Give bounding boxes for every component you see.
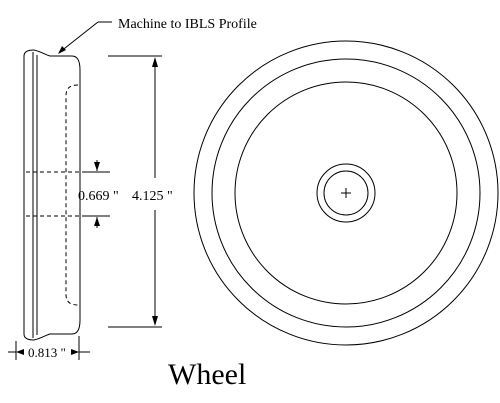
overall-diameter-label: 4.125 "	[132, 189, 173, 204]
side-profile-view	[23, 49, 81, 341]
front-hub-bore	[323, 170, 369, 216]
front-second-rim	[211, 58, 481, 328]
profile-note-leader	[58, 21, 112, 54]
drawing-title: Wheel	[168, 358, 246, 391]
profile-rim-outline	[33, 49, 81, 341]
hub-bore-label: 0.669 "	[78, 189, 119, 204]
profile-note: Machine to IBLS Profile	[118, 17, 257, 32]
profile-hidden-hub	[65, 84, 79, 306]
front-view	[193, 40, 499, 346]
width-label: 0.813 "	[28, 345, 66, 360]
front-outer-rim	[193, 40, 499, 346]
front-inner-dish	[234, 81, 458, 305]
hub-bore-dimension	[82, 160, 110, 228]
front-hub-outer	[316, 163, 376, 223]
profile-flange-outline	[23, 49, 35, 341]
width-dimension	[8, 336, 90, 360]
overall-diameter-dimension	[108, 55, 162, 328]
